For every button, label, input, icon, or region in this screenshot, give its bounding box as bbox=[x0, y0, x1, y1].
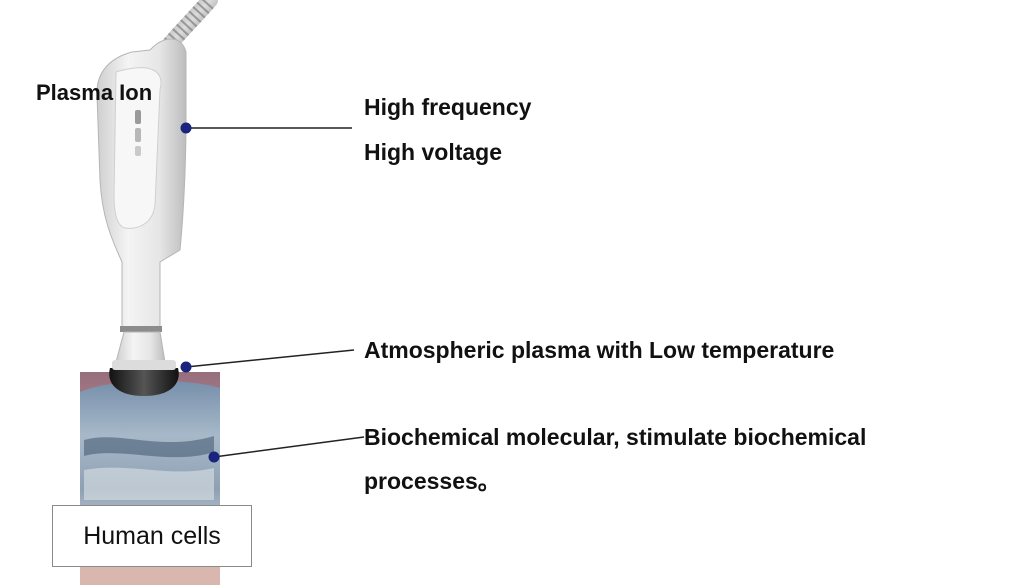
biochemical-label-line1: Biochemical molecular, stimulate biochem… bbox=[364, 424, 867, 450]
biochemical-label-line2: processes。 bbox=[364, 468, 501, 494]
human-cells-label: Human cells bbox=[83, 521, 221, 550]
atmospheric-plasma-label: Atmospheric plasma with Low temperature bbox=[364, 337, 835, 363]
leader-line-biochemical bbox=[213, 436, 365, 458]
leader-lines bbox=[185, 127, 365, 458]
human-cells-box: Human cells bbox=[52, 505, 252, 567]
marker-dot-frequency bbox=[180, 122, 192, 134]
leader-line-plasma bbox=[185, 349, 355, 368]
power-cable bbox=[162, 0, 218, 52]
plasma-handpiece bbox=[96, 38, 187, 396]
device-label: Plasma Ion bbox=[36, 80, 153, 105]
marker-dot-biochemical bbox=[208, 451, 220, 463]
marker-dot-plasma bbox=[180, 361, 192, 373]
high-voltage-label: High voltage bbox=[364, 139, 503, 165]
high-frequency-label: High frequency bbox=[364, 94, 532, 120]
marker-dots bbox=[180, 122, 220, 463]
